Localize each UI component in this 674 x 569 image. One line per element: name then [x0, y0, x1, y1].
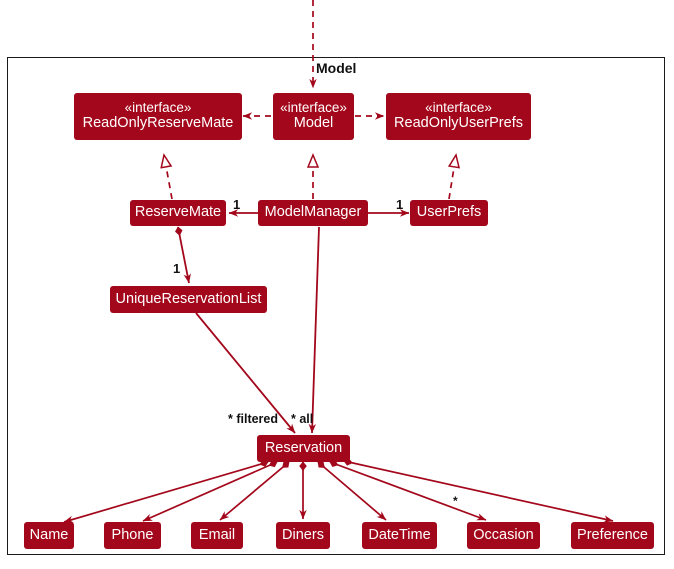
class-name-label: Preference: [577, 526, 648, 543]
class-name-label: UserPrefs: [416, 204, 482, 221]
class-read-only-user-prefs[interactable]: «interface» ReadOnlyUserPrefs: [386, 93, 531, 140]
class-reservation[interactable]: Reservation: [257, 435, 350, 462]
class-reserve-mate[interactable]: ReserveMate: [130, 200, 226, 226]
class-name[interactable]: Name: [24, 522, 74, 549]
edge-label-all: * all: [291, 412, 314, 426]
class-user-prefs[interactable]: UserPrefs: [410, 200, 488, 226]
class-name-label: Diners: [282, 526, 324, 543]
multiplicity-reservation-occasion: *: [453, 494, 458, 508]
class-name-label: ReadOnlyUserPrefs: [394, 114, 523, 131]
class-name-label: UniqueReservationList: [115, 290, 262, 307]
class-diners[interactable]: Diners: [276, 522, 330, 549]
class-name-label: Occasion: [473, 526, 534, 543]
class-name-label: ReadOnlyReserveMate: [82, 114, 234, 131]
class-name-label: Reservation: [264, 439, 343, 456]
class-name-label: Phone: [111, 526, 154, 543]
stereotype-label: «interface»: [425, 100, 492, 116]
stereotype-label: «interface»: [280, 100, 347, 116]
stereotype-label: «interface»: [124, 100, 192, 116]
class-name-label: ModelManager: [264, 204, 362, 221]
multiplicity-modelmanager-reservemate: 1: [233, 197, 241, 212]
class-unique-reservation-list[interactable]: UniqueReservationList: [110, 286, 267, 313]
class-model-manager[interactable]: ModelManager: [258, 200, 368, 226]
class-preference[interactable]: Preference: [571, 522, 654, 549]
class-model-interface[interactable]: «interface» Model: [273, 93, 354, 140]
page-title: Model: [316, 60, 357, 76]
class-name-label: Name: [29, 526, 69, 543]
class-name-label: Model: [293, 114, 334, 131]
class-read-only-reserve-mate[interactable]: «interface» ReadOnlyReserveMate: [74, 93, 242, 140]
class-phone[interactable]: Phone: [104, 522, 161, 549]
class-name-label: ReserveMate: [134, 204, 222, 221]
class-datetime[interactable]: DateTime: [362, 522, 437, 549]
class-name-label: Email: [198, 526, 236, 543]
class-email[interactable]: Email: [191, 522, 243, 549]
edge-label-filtered: * filtered: [228, 412, 279, 426]
class-occasion[interactable]: Occasion: [467, 522, 540, 549]
multiplicity-modelmanager-userprefs: 1: [396, 197, 404, 212]
class-name-label: DateTime: [368, 526, 431, 543]
multiplicity-reservemate-list: 1: [173, 261, 181, 276]
model-package-frame: [7, 57, 665, 555]
